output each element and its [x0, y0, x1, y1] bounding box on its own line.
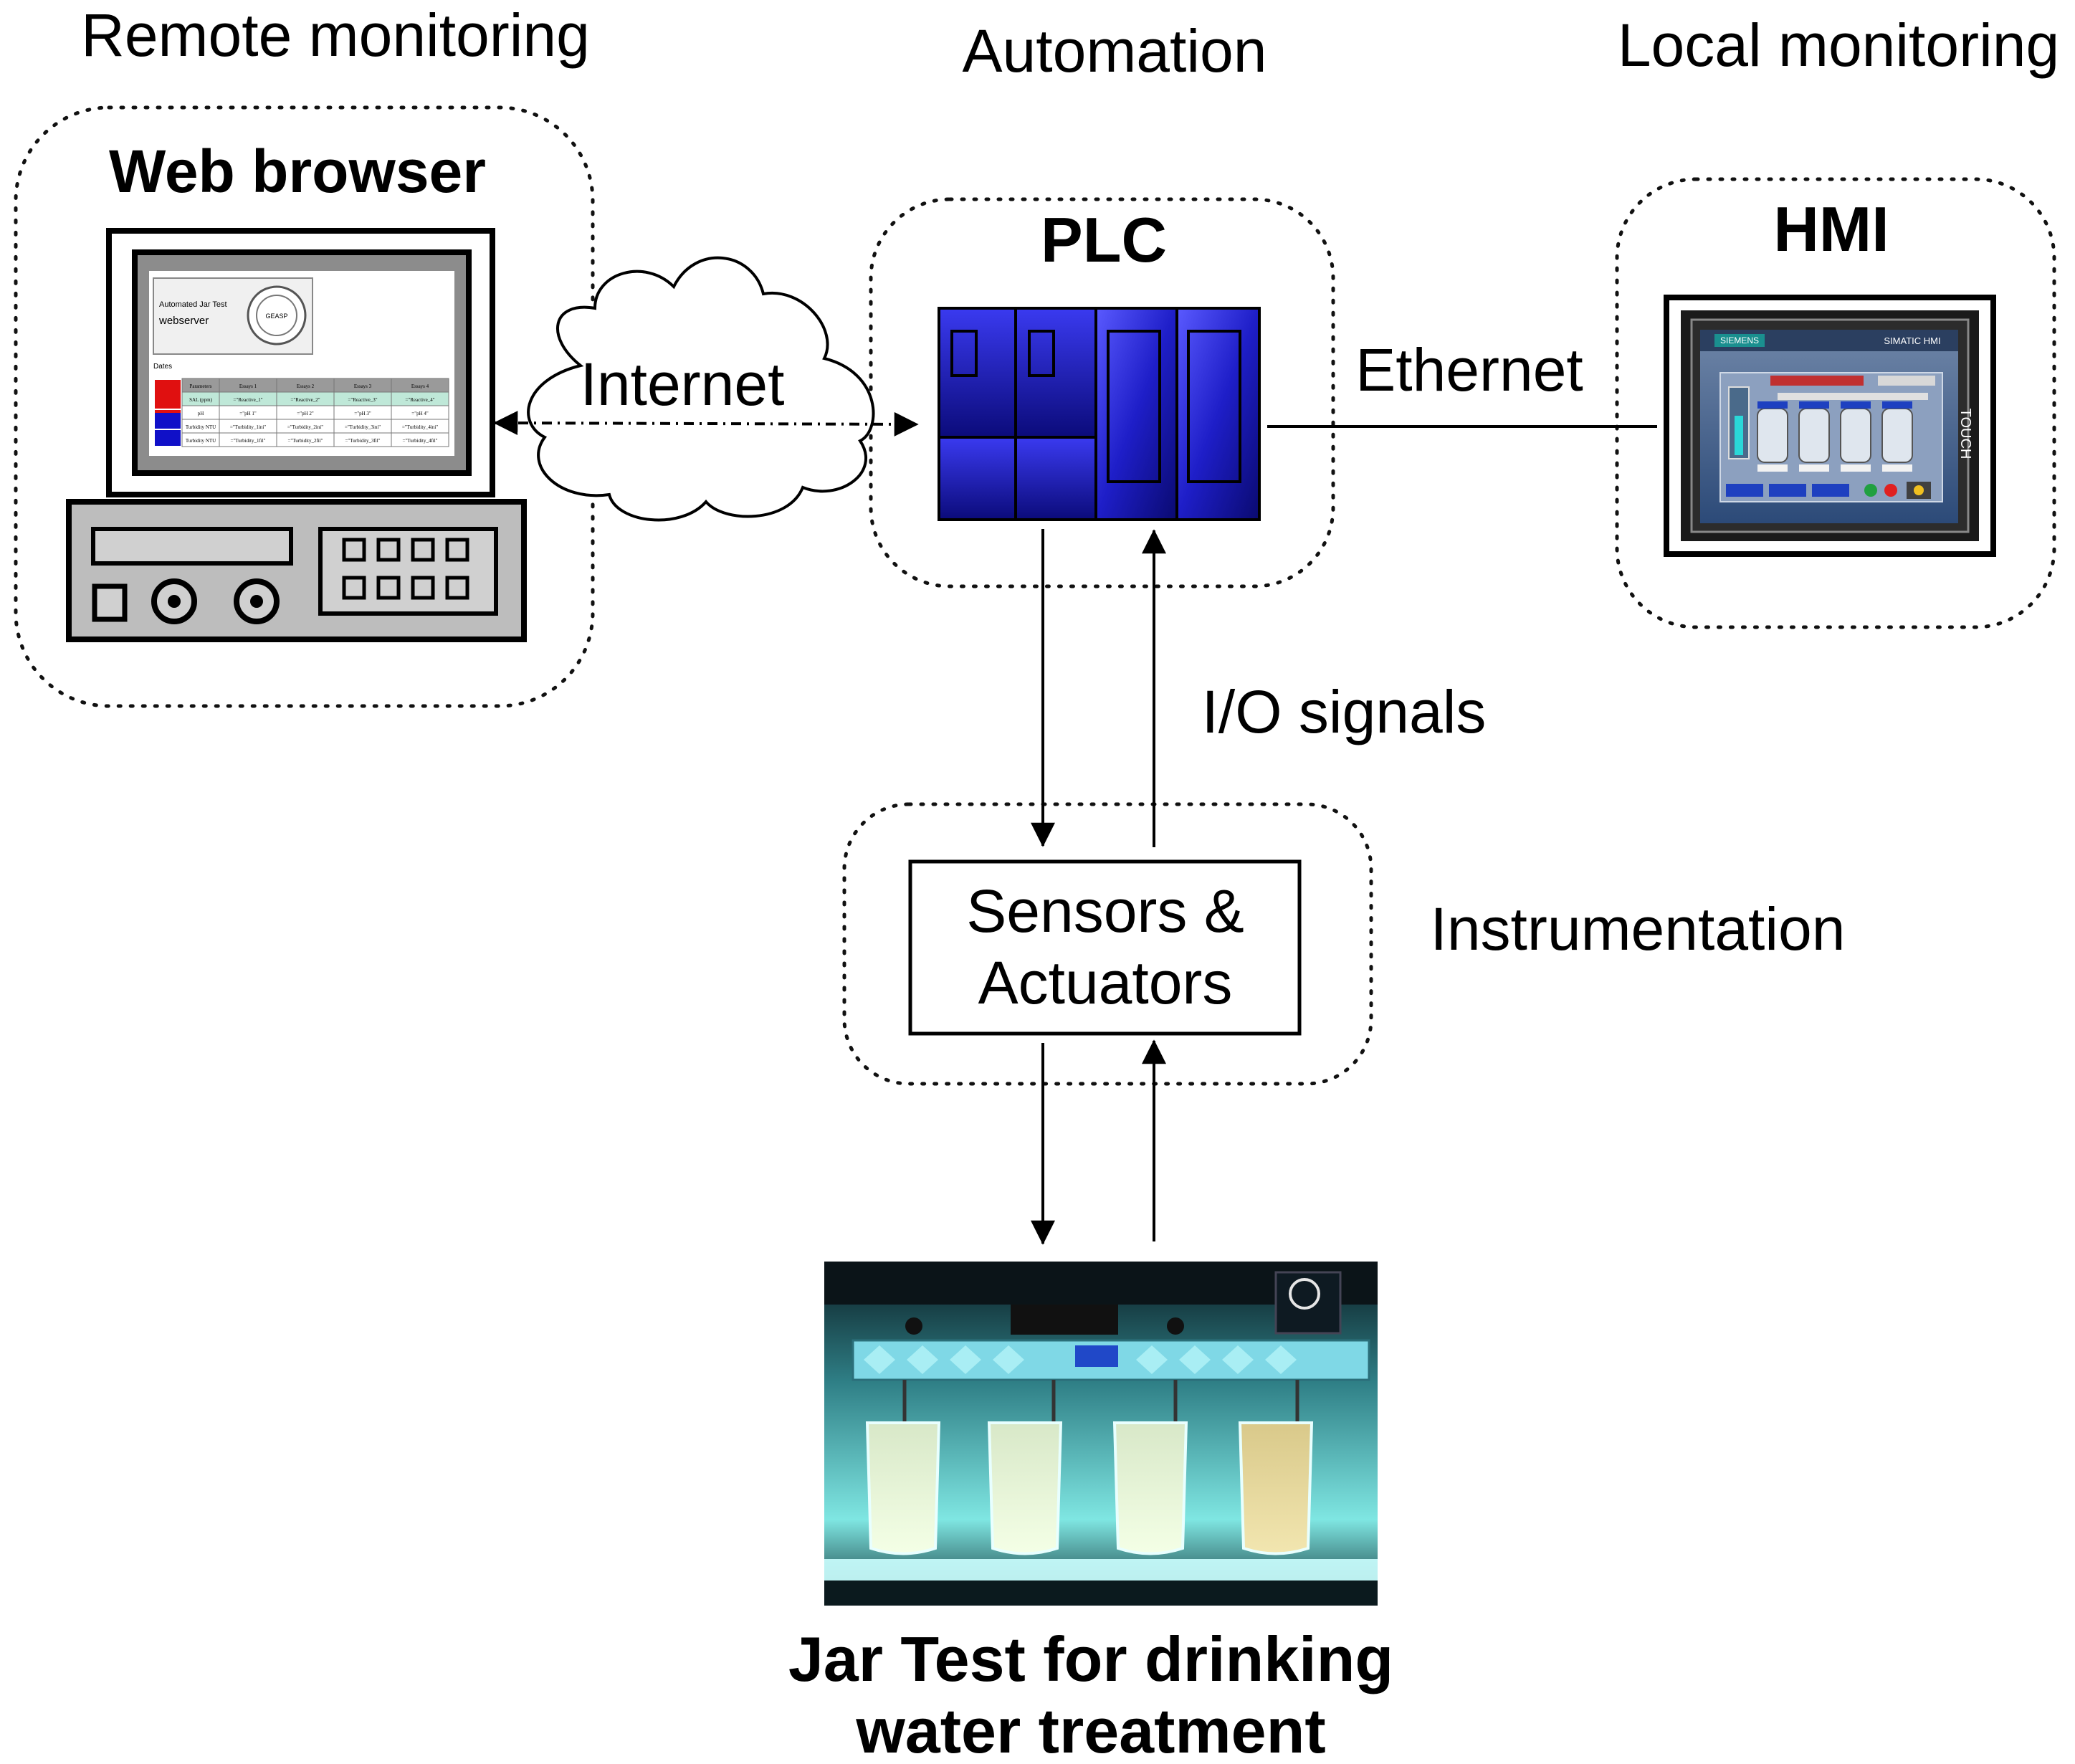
webpage-data-table: Parameters Essays 1 Essays 2 Essays 3 Essays… — [181, 378, 449, 447]
sensors-label-line2: Actuators — [978, 949, 1233, 1016]
internet-label: Internet — [581, 351, 785, 418]
table-cell: ="Reactive_2" — [290, 397, 320, 403]
table-header-cell: Essays 1 — [239, 383, 257, 389]
table-cell: ="pH 1" — [239, 411, 257, 416]
status-marker-red — [155, 380, 181, 409]
sensors-label-line1: Sensors & — [966, 877, 1244, 945]
jar-test-title-line1: Jar Test for drinking — [788, 1624, 1393, 1694]
table-cell: ="Turbidity_3ini" — [345, 424, 381, 430]
table-cell: ="pH 3" — [354, 411, 371, 416]
webpage-thumbnail: Automated Jar Test webserver GEASP Dates… — [153, 277, 449, 447]
table-cell: ="Turbidity_1ini" — [230, 424, 266, 430]
status-marker-blue — [155, 413, 181, 429]
table-cell: ="Turbidity_1fil" — [230, 438, 265, 444]
siemens-logo — [1714, 334, 1765, 347]
table-cell: ="Turbidity_4ini" — [402, 424, 438, 430]
hmi-brand: SIEMENS — [1720, 335, 1759, 345]
table-cell: ="Turbidity_2fil" — [287, 438, 323, 444]
computer-icon: Automated Jar Test webserver GEASP Dates… — [66, 228, 527, 642]
plc-title: PLC — [1041, 204, 1167, 275]
webpage-title-line1: Automated Jar Test — [159, 300, 227, 309]
jar-test-title-line2: water treatment — [855, 1695, 1325, 1764]
table-cell-bg — [391, 432, 449, 447]
table-cell: ="pH 4" — [411, 411, 429, 416]
hmi-model: SIMATIC HMI — [1884, 335, 1940, 346]
table-cell: ="Reactive_4" — [405, 397, 434, 403]
jar-test-photo — [824, 1262, 1378, 1606]
table-cell: ="Reactive_1" — [233, 397, 262, 403]
io-signals-label: I/O signals — [1202, 678, 1487, 745]
table-cell: pH — [198, 411, 204, 416]
table-cell: ="Reactive_3" — [348, 397, 377, 403]
hmi-side-label: TOUCH — [1957, 409, 1973, 459]
table-cell: SAL (ppm) — [189, 397, 212, 403]
table-header-cell: Parameters — [189, 383, 211, 389]
table-cell: ="pH 2" — [297, 411, 314, 416]
webpage-title-line2: webserver — [158, 315, 209, 327]
table-cell: ="Turbidity_3fil" — [345, 438, 380, 444]
remote-monitoring-label: Remote monitoring — [81, 1, 590, 69]
table-cell: ="Turbidity_4fil" — [402, 438, 437, 444]
table-cell: Turbidity NTU — [186, 438, 216, 444]
hmi-panel-icon: SIEMENS SIMATIC HMI TOUCH — [1664, 295, 1996, 557]
automation-label: Automation — [963, 17, 1267, 85]
instrumentation-label: Instrumentation — [1431, 895, 1846, 963]
webpage-section-label: Dates — [153, 363, 172, 371]
table-header-cell: Essays 3 — [354, 383, 372, 389]
local-monitoring-label: Local monitoring — [1618, 11, 2059, 79]
instrumentation-group — [842, 802, 1373, 1086]
internet-cloud-icon — [527, 256, 875, 522]
table-header-cell: Essays 4 — [411, 383, 429, 389]
webpage-logo-text: GEASP — [265, 313, 287, 320]
table-cell: Turbidity NTU — [186, 424, 216, 430]
status-marker-blue — [155, 430, 181, 446]
table-cell: ="Turbidity_2ini" — [287, 424, 323, 430]
hmi-title: HMI — [1773, 194, 1889, 264]
sensors-actuators-box — [908, 859, 1302, 1036]
local-monitoring-group — [1615, 177, 2056, 629]
table-header-cell: Essays 2 — [297, 383, 315, 389]
ethernet-label: Ethernet — [1355, 336, 1583, 404]
web-browser-title: Web browser — [109, 138, 486, 205]
plc-icon — [938, 307, 1261, 521]
